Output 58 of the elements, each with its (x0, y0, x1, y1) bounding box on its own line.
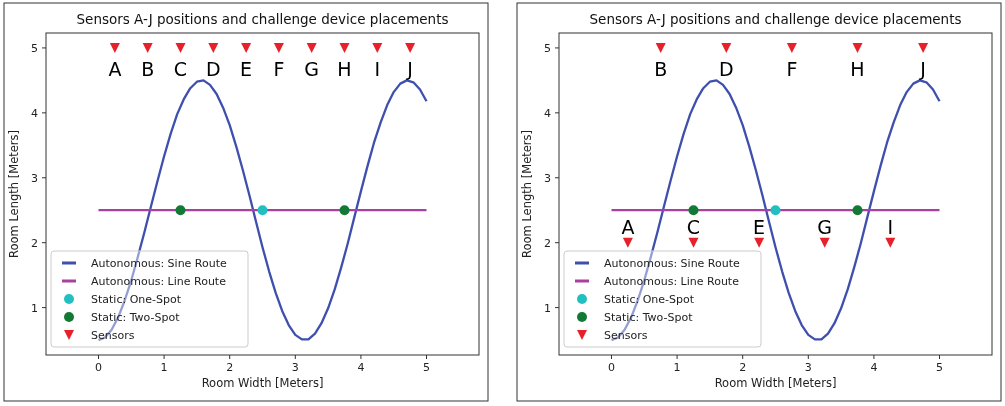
sensor-letter: H (337, 57, 352, 80)
tick-label: 3 (31, 171, 38, 185)
sensor-letter: A (621, 215, 635, 238)
chart-title: Sensors A-J positions and challenge device placements (589, 11, 962, 27)
tick-label: 5 (423, 361, 430, 374)
tick-label: 2 (226, 361, 234, 374)
legend-label: Autonomous: Sine Route (604, 257, 740, 270)
sensor-letter: G (304, 57, 320, 80)
sensor-letter: J (407, 57, 413, 80)
axis-label: Room Width [Meters] (201, 376, 324, 390)
sensor-letter: F (273, 57, 285, 80)
legend-label: Static: One-Spot (604, 293, 695, 306)
tick-label: 0 (95, 361, 102, 374)
tick-label: 2 (31, 236, 38, 250)
tick-label: 5 (936, 361, 943, 374)
tick-label: 4 (870, 361, 878, 374)
chart-title: Sensors A-J positions and challenge device placements (76, 11, 449, 27)
tick-label: 1 (544, 301, 551, 315)
sensor-letter: C (173, 57, 188, 80)
tick-label: 1 (160, 361, 168, 374)
sensor-letter: D (719, 57, 734, 80)
tick-label: 0 (608, 361, 615, 374)
sensor-letter: I (887, 215, 894, 238)
sensor-letter: I (374, 57, 381, 80)
sensor-letter: D (206, 57, 221, 80)
sensor-letter: E (240, 57, 253, 80)
axis-label: Room Length [Meters] (7, 130, 21, 258)
tick-label: 4 (357, 361, 365, 374)
tick-label: 3 (804, 361, 812, 374)
legend-label: Static: Two-Spot (604, 311, 693, 324)
tick-label: 1 (31, 301, 38, 315)
legend-label: Autonomous: Line Route (604, 275, 739, 288)
tick-label: 5 (544, 41, 551, 55)
tick-label: 2 (739, 361, 747, 374)
sensor-letter: C (686, 215, 701, 238)
sensor-letter: G (817, 215, 833, 238)
legend-label: Sensors (604, 329, 648, 342)
tick-label: 2 (544, 236, 551, 250)
sensor-letter: E (753, 215, 766, 238)
tick-label: 3 (544, 171, 551, 185)
legend-label: Static: One-Spot (91, 293, 182, 306)
axis-label: Room Length [Meters] (520, 130, 534, 258)
tick-label: 5 (31, 41, 38, 55)
legend-label: Sensors (91, 329, 135, 342)
axis-label: Room Width [Meters] (714, 376, 837, 390)
legend-label: Static: Two-Spot (91, 311, 180, 324)
sensor-letter: B (654, 57, 668, 80)
sensor-letter: A (108, 57, 122, 80)
legend-label: Autonomous: Line Route (91, 275, 226, 288)
tick-label: 1 (673, 361, 681, 374)
sensor-letter: F (786, 57, 798, 80)
sensor-letter: J (920, 57, 926, 80)
legend-label: Autonomous: Sine Route (91, 257, 227, 270)
tick-label: 4 (544, 106, 551, 120)
tick-label: 3 (291, 361, 299, 374)
sensor-letter: H (850, 57, 865, 80)
tick-label: 4 (31, 106, 38, 120)
sensor-letter: B (141, 57, 155, 80)
